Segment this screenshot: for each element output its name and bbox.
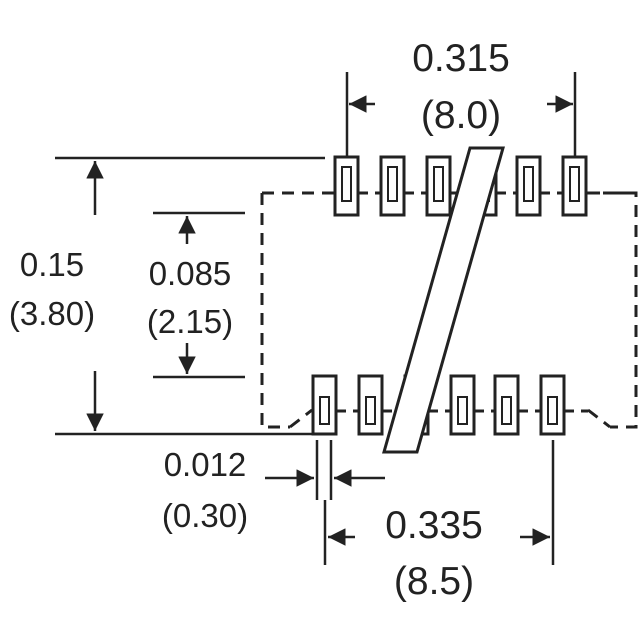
pin-width-inch-label: 0.012 [164, 446, 247, 483]
top-pin [515, 155, 542, 217]
break-symbol [382, 146, 505, 454]
bottom-pin [311, 374, 338, 436]
bottom-width-inch-label: 0.335 [385, 504, 483, 547]
top-width-inch-label: 0.315 [412, 37, 510, 80]
body-height-mm-label: (2.15) [147, 303, 233, 340]
bottom-width-mm-label: (8.5) [394, 560, 474, 603]
bottom-pin [493, 374, 520, 436]
total-height-mm-label: (3.80) [9, 295, 95, 332]
top-width-mm-label: (8.0) [421, 94, 501, 137]
top-pin [561, 155, 588, 217]
total-height-dimension [55, 156, 325, 436]
pin-width-dimension [265, 440, 385, 500]
pin-width-mm-label: (0.30) [162, 497, 248, 534]
total-height-inch-label: 0.15 [20, 246, 84, 283]
bottom-pin [357, 374, 384, 436]
top-pin [333, 155, 360, 217]
body-height-inch-label: 0.085 [149, 255, 232, 292]
top-pin [425, 155, 452, 217]
bottom-pin-row [311, 374, 566, 436]
bottom-width-dimension [323, 440, 555, 565]
top-width-dimension [345, 72, 577, 157]
top-pin [379, 155, 406, 217]
bottom-pin [539, 374, 566, 436]
body-height-dimension [153, 211, 245, 379]
bottom-pin [449, 374, 476, 436]
